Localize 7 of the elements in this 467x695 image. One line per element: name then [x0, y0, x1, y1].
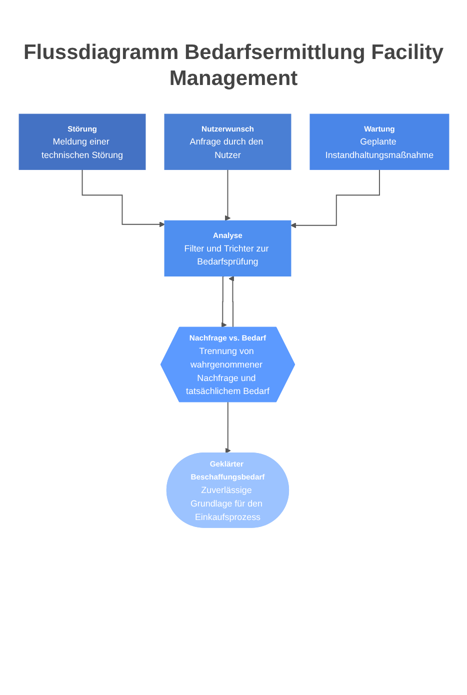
arrow [290, 168, 380, 228]
arrow [220, 275, 226, 328]
diagram-title: Flussdiagramm Bedarfsermittlung Facility Management [22, 40, 445, 92]
arrow [224, 168, 230, 220]
arrow [228, 275, 234, 328]
arrow [81, 168, 164, 227]
arrow [224, 401, 230, 453]
